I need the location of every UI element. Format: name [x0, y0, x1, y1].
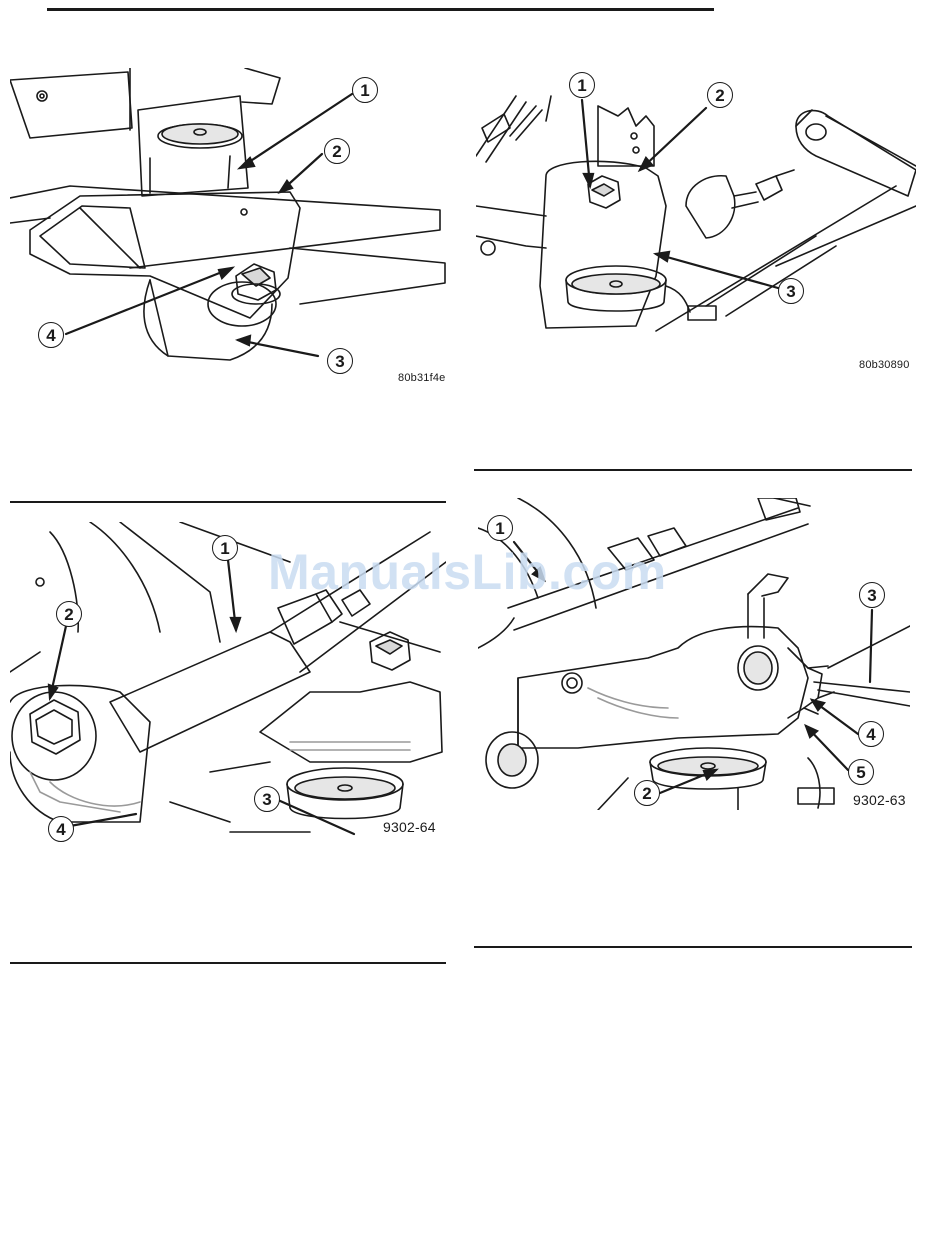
figure-4-callout-3: 3 — [859, 582, 885, 608]
figure-3-callout-2: 2 — [56, 601, 82, 627]
figure-4-callout-4: 4 — [858, 721, 884, 747]
figure-4-callout-2: 2 — [634, 780, 660, 806]
figure-1-callout-4: 4 — [38, 322, 64, 348]
right-separator-bottom — [474, 946, 912, 948]
figure-4-code: 9302-63 — [853, 792, 906, 808]
figure-1-callout-1: 1 — [352, 77, 378, 103]
figure-3-code: 9302-64 — [383, 819, 436, 835]
figure-2-callout-2: 2 — [707, 82, 733, 108]
figure-1-leaders — [0, 0, 460, 400]
figure-2-callout-1: 1 — [569, 72, 595, 98]
left-separator-bottom — [10, 962, 446, 964]
figure-2-code: 80b30890 — [859, 359, 910, 371]
figure-3-callout-3: 3 — [254, 786, 280, 812]
figure-3-callout-1: 1 — [212, 535, 238, 561]
figure-4-leaders — [470, 500, 950, 830]
figure-4-callout-5: 5 — [848, 759, 874, 785]
figure-3-callout-4: 4 — [48, 816, 74, 842]
figure-4-callout-1: 1 — [487, 515, 513, 541]
right-separator-top — [474, 469, 912, 471]
figure-2-callout-3: 3 — [778, 278, 804, 304]
figure-2-leaders — [470, 60, 950, 360]
figure-1-callout-3: 3 — [327, 348, 353, 374]
figure-1-code: 80b31f4e — [398, 372, 445, 384]
figure-1-callout-2: 2 — [324, 138, 350, 164]
